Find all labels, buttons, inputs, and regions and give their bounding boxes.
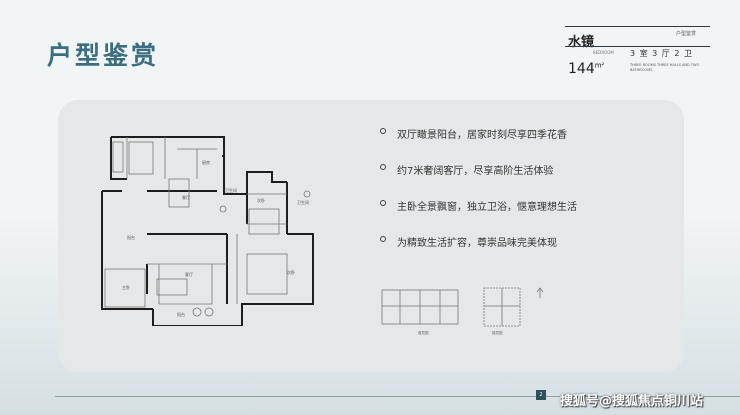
floorplan-drawing: 厨房 餐厅 卫生间 卫生间 次卧 阳台 客厅 主卧 次卧 阳台 [101, 136, 314, 326]
mini-plan-label-1: 首层图 [418, 330, 429, 335]
bullet-circle-icon [380, 236, 386, 242]
fp-label-balcony1: 阳台 [127, 234, 135, 240]
page-title: 户型鉴赏 [47, 41, 160, 70]
unit-area: 144m² [568, 61, 604, 77]
unit-name: 水镜 [568, 35, 595, 50]
area-value: 144 [568, 61, 595, 77]
fp-label-bedroom2: 次卧 [257, 197, 265, 203]
mini-plan-label-2: 楼层图 [492, 330, 503, 335]
fp-label-living: 客厅 [185, 271, 193, 277]
feature-item: 约7米奢阔客厅，尽享高阶生活体验 [380, 162, 640, 198]
watermark-text: 搜狐号@搜狐焦点铜川站 [560, 394, 704, 409]
top-rule [565, 26, 710, 27]
unit-type-label: 户型鉴赏 [675, 31, 696, 37]
middle-rule [565, 46, 710, 47]
fp-label-kitchen: 厨房 [202, 159, 210, 165]
bullet-circle-icon [380, 164, 386, 170]
footer-rule [55, 396, 740, 397]
fp-label-restaurant: 餐厅 [182, 194, 190, 200]
mini-floorplans: 首层图 楼层图 [381, 287, 544, 335]
fp-label-bath1: 卫生间 [225, 187, 237, 193]
page-number-badge: 2 [536, 390, 546, 400]
area-unit: m² [594, 61, 605, 70]
fp-label-master: 主卧 [122, 284, 130, 290]
unit-layout: 3 室 3 厅 2 卫 [630, 49, 693, 58]
fp-label-bath2: 卫生间 [297, 199, 309, 205]
feature-item: 为精致生活扩容，尊崇品味完美体现 [380, 234, 640, 270]
english-desc: THREE ROOMS THREE HALLS AND TWO BATHROOM… [630, 63, 700, 72]
unit-info-box: 水镜 户型鉴赏 BEDROOM 3 室 3 厅 2 卫 144m² THREE … [565, 26, 710, 86]
small-tag: BEDROOM [593, 50, 614, 55]
fp-label-balcony2: 阳台 [177, 311, 185, 317]
feature-list: 双厅瞰景阳台，居家时刻尽享四季花香 约7米奢阔客厅，尽享高阶生活体验 主卧全景飘… [380, 126, 640, 270]
feature-item: 双厅瞰景阳台，居家时刻尽享四季花香 [380, 126, 640, 162]
content-card [58, 100, 684, 372]
fp-label-bedroom3: 次卧 [287, 269, 295, 275]
bullet-circle-icon [380, 128, 386, 134]
feature-item: 主卧全景飘窗，独立卫浴，惬意理想生活 [380, 198, 640, 234]
bullet-circle-icon [380, 200, 386, 206]
